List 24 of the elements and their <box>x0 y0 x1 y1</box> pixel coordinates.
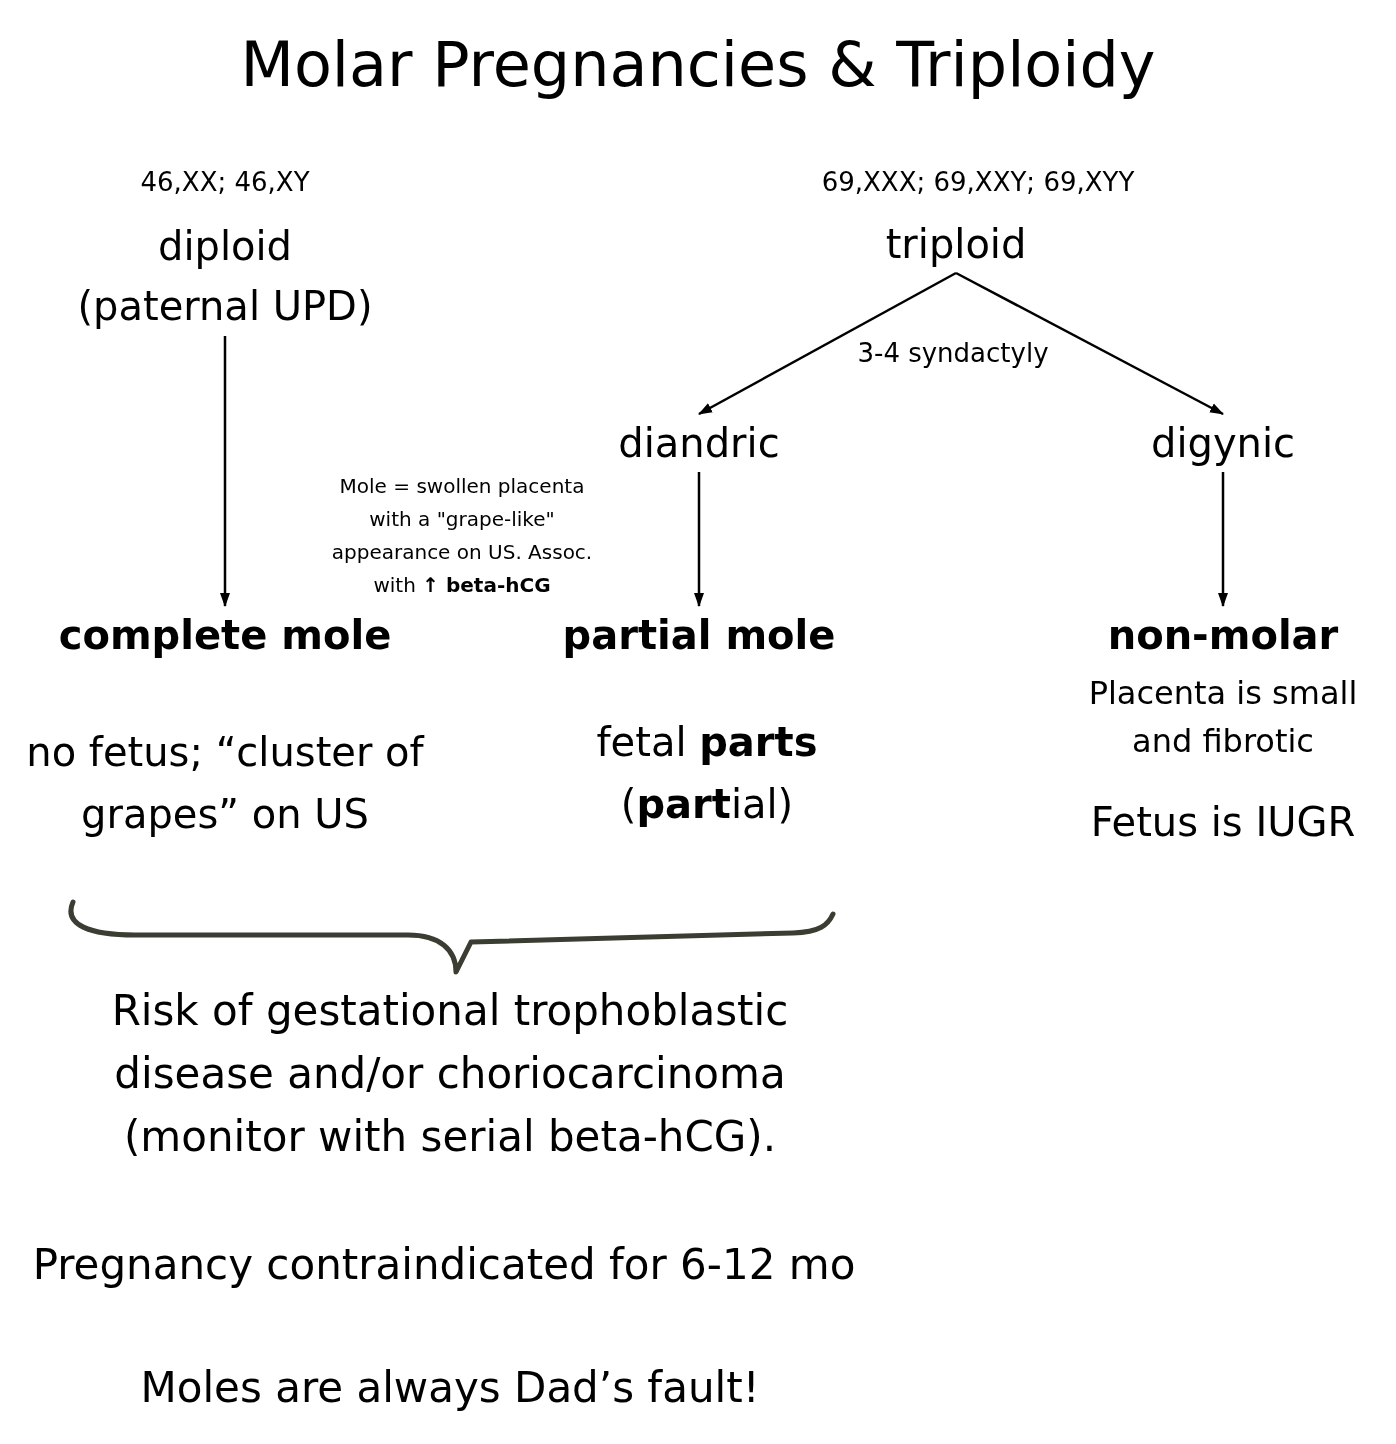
arrow <box>1218 472 1228 607</box>
note-text: Mole = swollen placenta with a "grape-like" appearance on US. Assoc. with ↑ beta-hCG <box>330 473 594 599</box>
node-label: non-molar <box>1107 606 1339 664</box>
summary-text: Risk of gestational trophoblastic disease and/or choriocarcinoma (monitor with serial beta-hCG). <box>110 985 790 1163</box>
node-label: complete mole <box>58 606 392 664</box>
node-label: diploid (paternal UPD) <box>65 216 385 336</box>
karyotype-text: 46,XX; 46,XY <box>140 166 310 199</box>
summary-text: Moles are always Dad’s fault! <box>140 1362 760 1414</box>
node-label: diandric <box>618 414 780 472</box>
annotation-text: 3-4 syndactyly <box>857 337 1049 370</box>
description-text: fetal parts (partial) <box>595 718 819 829</box>
description-text: no fetus; “cluster of grapes” on US <box>25 728 426 839</box>
description-text: Fetus is IUGR <box>1090 798 1356 847</box>
arrow <box>698 271 957 416</box>
title: Molar Pregnancies & Triploidy <box>240 28 1156 102</box>
karyotype-text: 69,XXX; 69,XXY; 69,XYY <box>821 166 1135 199</box>
node-label: digynic <box>1151 414 1295 472</box>
description-text: Placenta is small and fibrotic <box>1087 673 1359 762</box>
node-label: partial mole <box>562 606 836 664</box>
arrow <box>955 271 1224 416</box>
arrow <box>694 472 704 607</box>
node-label: triploid <box>885 215 1027 273</box>
arrow <box>220 336 230 607</box>
summary-text: Pregnancy contraindicated for 6-12 mo <box>32 1239 856 1291</box>
